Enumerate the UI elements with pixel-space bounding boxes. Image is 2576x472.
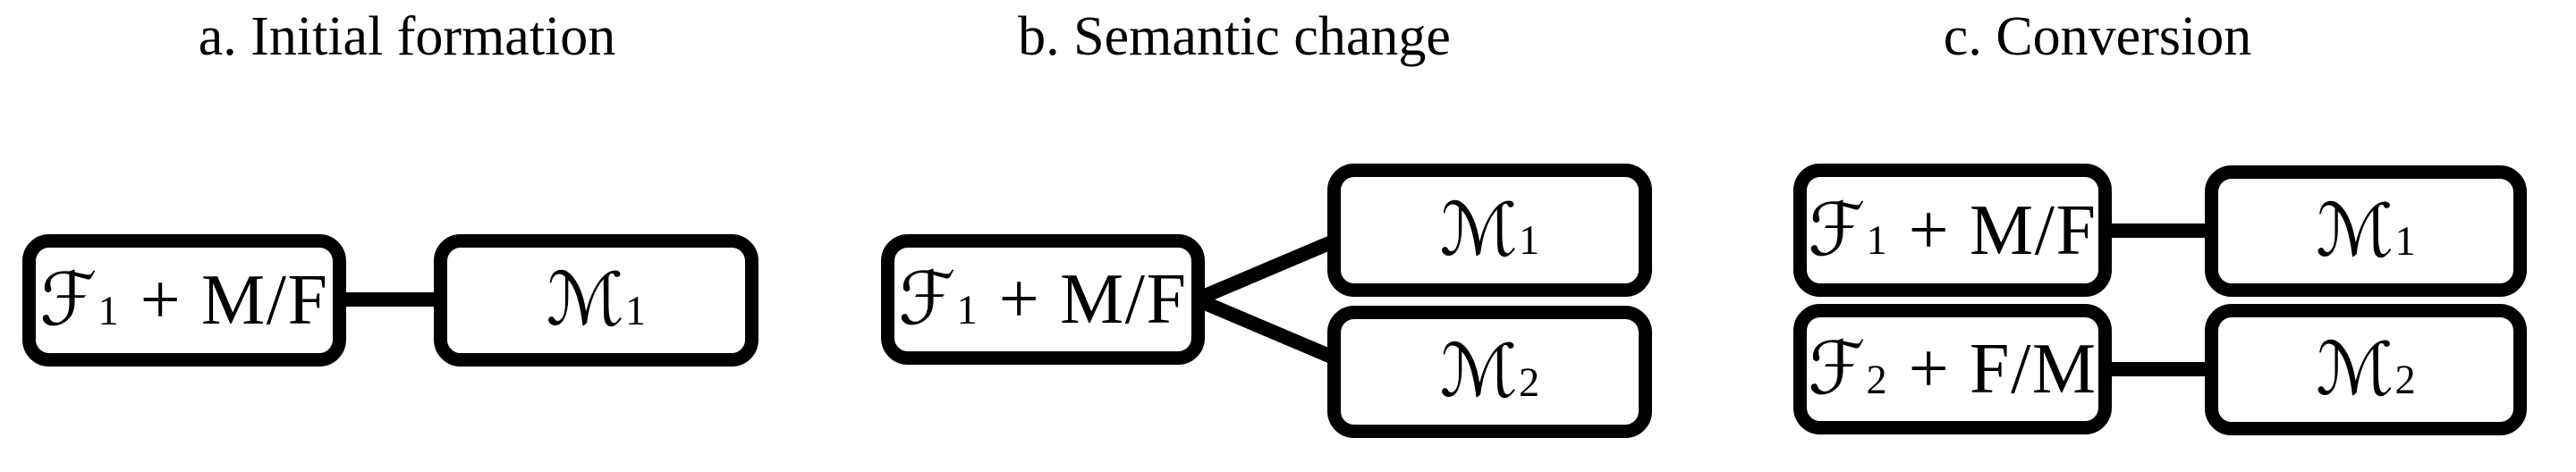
panel-c-title: c. Conversion <box>1943 6 2252 67</box>
script-letter: ℳ <box>546 257 625 343</box>
box-label-rest: + F/M <box>1908 330 2097 409</box>
subscript: 1 <box>624 288 647 334</box>
script-letter: ℱ <box>898 257 956 342</box>
script-letter: ℱ <box>39 257 97 343</box>
subscript: 1 <box>97 288 119 334</box>
panel-b-title: b. Semantic change <box>1018 6 1451 67</box>
script-letter: ℳ <box>1439 187 1519 273</box>
script-letter: ℳ <box>1439 329 1519 415</box>
script-letter: ℱ <box>1808 187 1866 273</box>
panel-a-title: a. Initial formation <box>198 6 616 67</box>
subscript: 2 <box>1866 357 1887 403</box>
box-label-rest: + M/F <box>1908 190 2097 270</box>
subscript: 1 <box>1866 218 1887 265</box>
box-label-rest: + M/F <box>998 260 1188 339</box>
subscript: 2 <box>1518 359 1540 406</box>
subscript: 1 <box>1518 218 1540 265</box>
subscript: 1 <box>956 287 978 333</box>
script-letter: ℱ <box>1808 326 1866 412</box>
subscript: 1 <box>2394 219 2416 266</box>
box-label-rest: + M/F <box>140 261 329 340</box>
subscript: 2 <box>2394 358 2416 404</box>
fork-line-b-upper <box>1195 232 1343 306</box>
script-letter: ℳ <box>2316 326 2394 412</box>
fork-line-b-lower <box>1195 293 1343 367</box>
script-letter: ℳ <box>2316 188 2394 274</box>
